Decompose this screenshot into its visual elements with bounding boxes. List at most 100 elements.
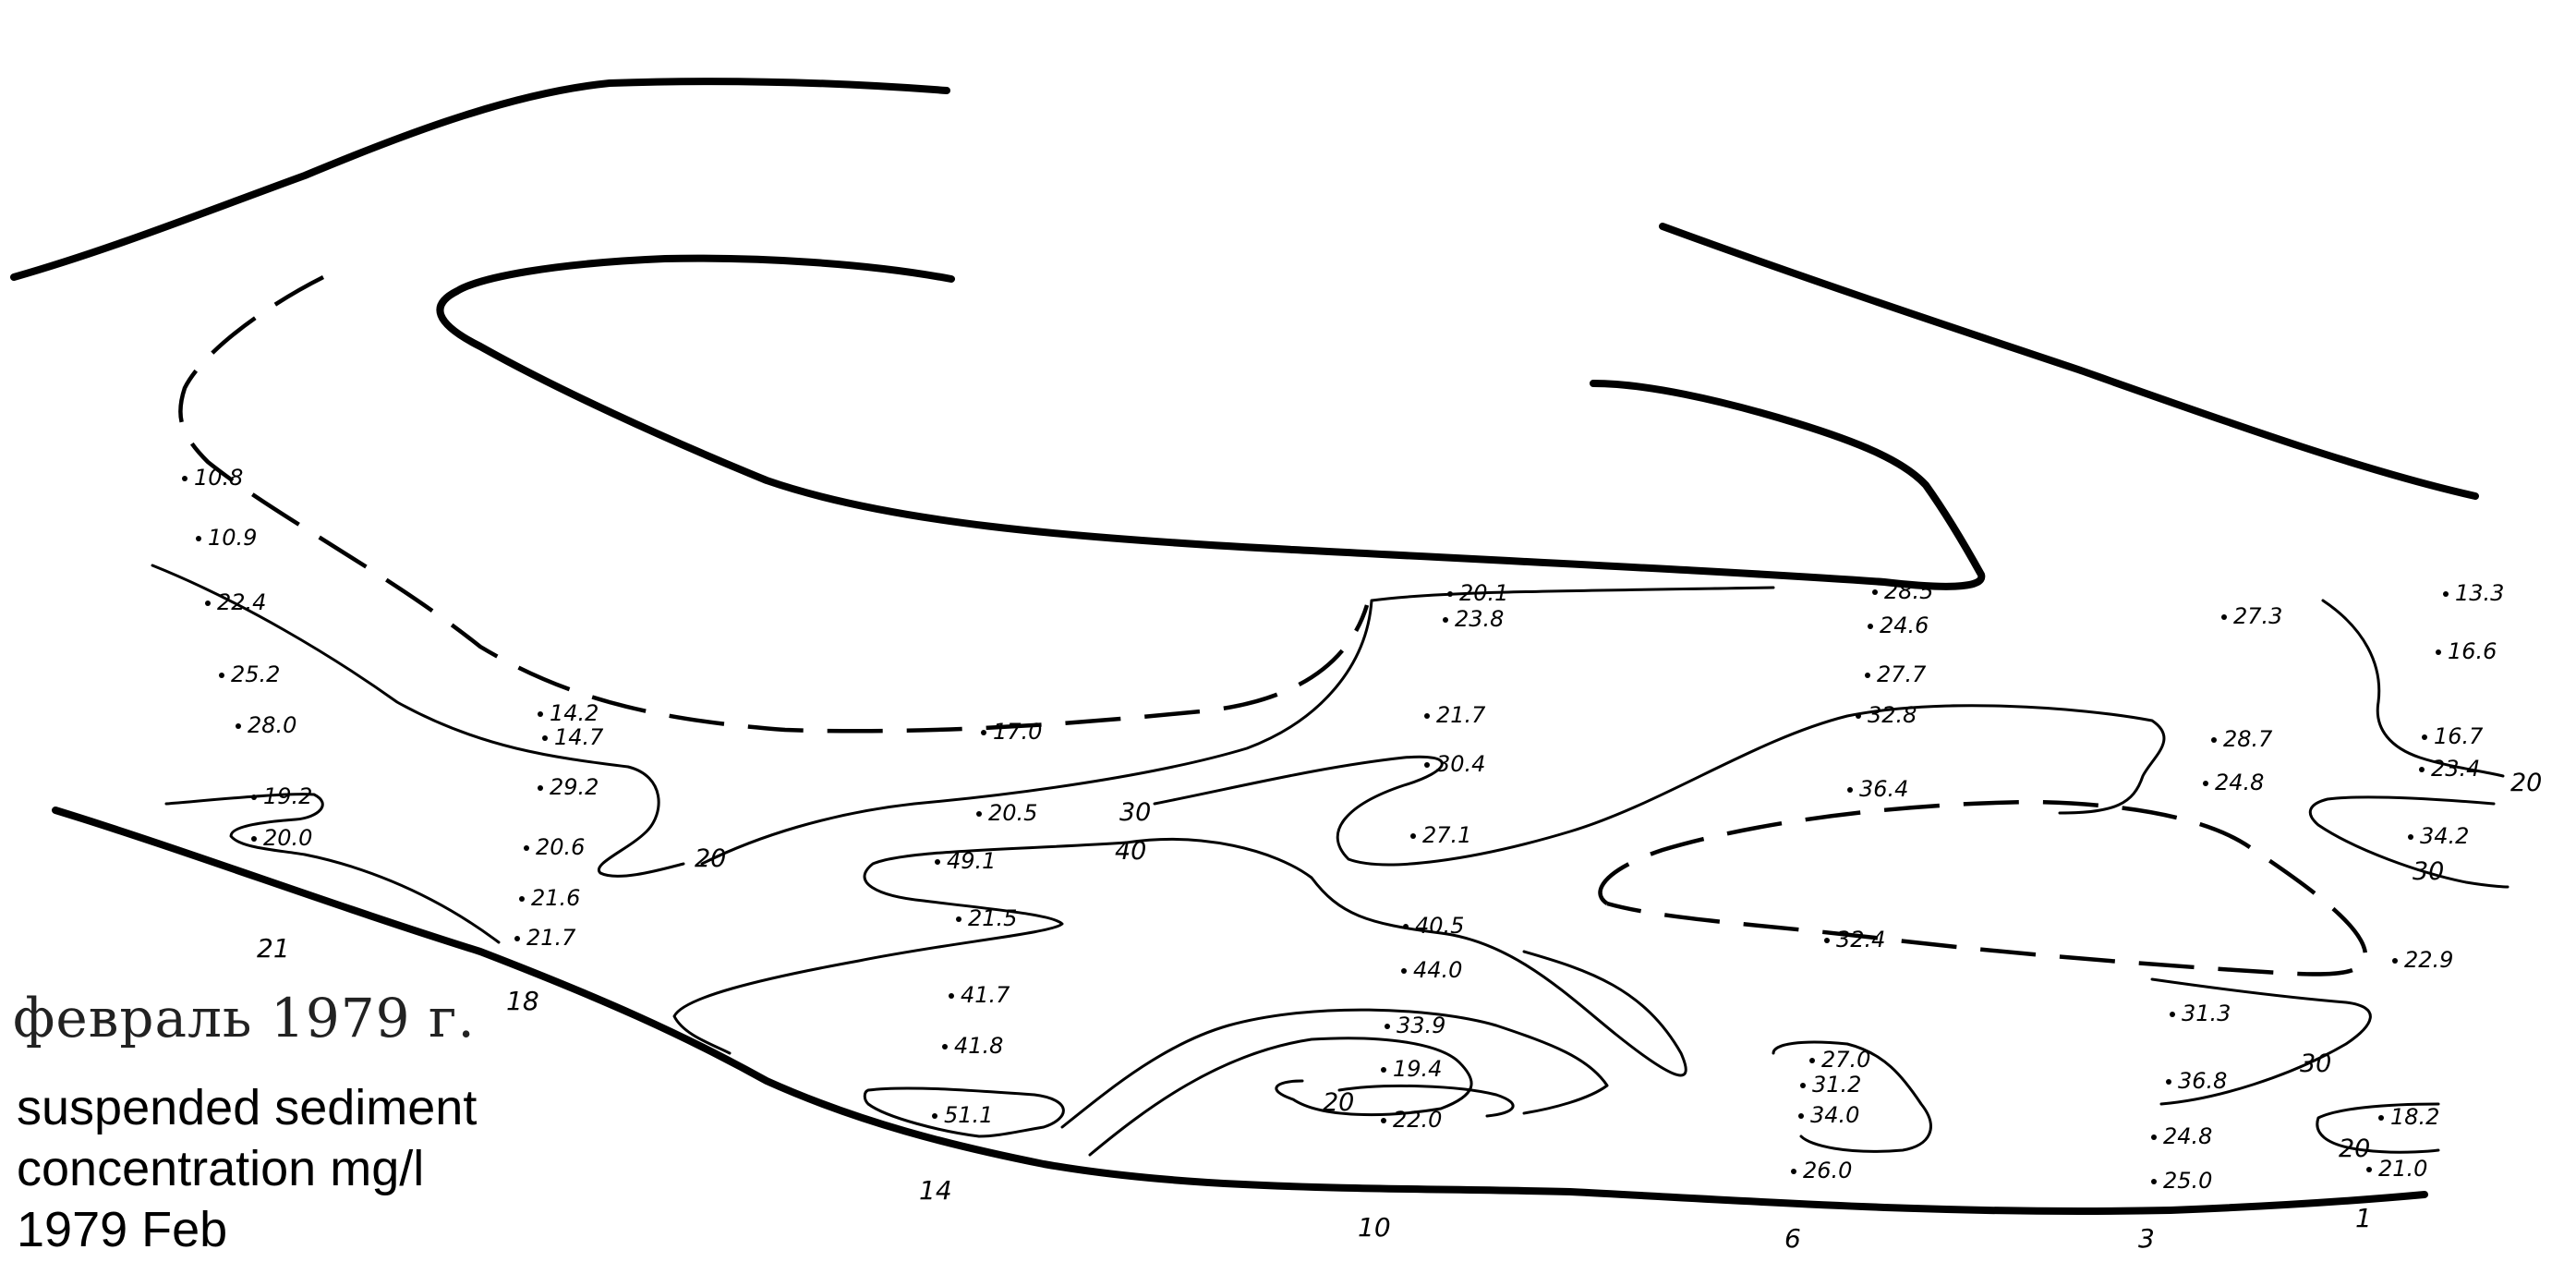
measurement-dot xyxy=(949,993,954,999)
measurement-value: 26.0 xyxy=(1803,1158,1852,1183)
measurement-value: 22.9 xyxy=(2404,947,2453,973)
measurement-dot xyxy=(1872,589,1878,595)
isoline-south-inner xyxy=(1088,1037,1473,1157)
isoline-label: 30 xyxy=(1119,798,1151,827)
measurement-value: 24.8 xyxy=(2163,1123,2212,1149)
isoline-central-40 xyxy=(672,841,1129,1055)
measurement-dot xyxy=(1800,1083,1806,1088)
isoline-label: 40 xyxy=(1115,837,1146,866)
measurement-dot xyxy=(2166,1079,2171,1085)
measurement-dot xyxy=(942,1044,948,1049)
station-number: 10 xyxy=(1358,1212,1391,1243)
isoline-east-30 xyxy=(2150,977,2372,1106)
measurement-value: 16.6 xyxy=(2448,638,2497,664)
isoline-label: 20 xyxy=(2339,1134,2370,1163)
shorelines xyxy=(10,78,2479,1215)
shoreline-upper-left xyxy=(10,78,950,281)
measurement-dot xyxy=(251,836,257,842)
isoline-far-southeast xyxy=(2316,1102,2440,1154)
measurement-dot xyxy=(1798,1113,1804,1119)
caption-english-line: 1979 Feb xyxy=(17,1202,228,1257)
caption-english: suspended sediment concentration mg/l 19… xyxy=(17,1077,663,1260)
measurement-value: 20.1 xyxy=(1459,580,1508,606)
measurement-dot xyxy=(1791,1169,1796,1174)
measurement-value: 10.9 xyxy=(208,525,257,551)
measurement-value: 32.4 xyxy=(1836,927,1885,952)
measurement-dot xyxy=(2378,1115,2384,1121)
measurement-value: 40.5 xyxy=(1415,913,1464,939)
isoline-south-20 xyxy=(1060,1008,1609,1129)
measurement-dot xyxy=(1824,938,1830,943)
isoline-northeast xyxy=(2321,599,2505,778)
measurement-value: 22.0 xyxy=(1393,1107,1442,1133)
measurement-dot xyxy=(2366,1167,2372,1172)
measurement-dot xyxy=(2419,767,2425,772)
measurement-dot xyxy=(538,711,543,717)
measurement-dot xyxy=(1865,673,1870,678)
measurement-value: 28.5 xyxy=(1884,578,1933,604)
measurement-dot xyxy=(1381,1118,1386,1123)
measurement-dot xyxy=(1847,787,1853,793)
station-number: 3 xyxy=(2138,1223,2155,1254)
measurement-value: 23.4 xyxy=(2431,756,2480,782)
measurement-dot xyxy=(976,811,982,817)
measurement-dot xyxy=(1401,968,1407,974)
measurement-value: 34.0 xyxy=(1810,1102,1859,1128)
measurement-value: 21.5 xyxy=(968,905,1017,931)
station-numbers: 21 18 14 10 6 3 1 xyxy=(257,933,2372,1254)
measurement-dot xyxy=(2151,1134,2157,1140)
measurement-dot xyxy=(1403,924,1409,929)
measurement-value: 14.2 xyxy=(550,700,599,726)
isoline-central-20 xyxy=(700,586,1775,866)
isoline-southwest-closed xyxy=(863,1086,1065,1138)
isoline-west-20 xyxy=(151,564,685,878)
measurement-dot xyxy=(1443,617,1448,623)
measurement-dot xyxy=(935,859,940,865)
isoline-label: 20 xyxy=(695,844,726,873)
shoreline-lower xyxy=(52,807,2428,1215)
isoline-southeast xyxy=(1772,1040,1932,1153)
measurement-value: 20.0 xyxy=(263,825,312,851)
measurement-dot xyxy=(1410,833,1416,839)
measurement-value: 41.8 xyxy=(954,1033,1003,1059)
measurement-dot xyxy=(1381,1067,1386,1073)
measurement-value: 19.2 xyxy=(263,783,312,809)
measurement-value: 22.4 xyxy=(217,589,266,615)
isoline-label: 20 xyxy=(2510,769,2542,797)
isoline-label: 30 xyxy=(2413,857,2444,886)
station-number: 18 xyxy=(506,986,539,1016)
measurement-dot xyxy=(2170,1012,2175,1017)
measurement-value: 27.7 xyxy=(1877,661,1927,687)
solid-isolines xyxy=(151,564,2509,1157)
measurement-value: 13.3 xyxy=(2455,580,2504,606)
caption-english-line: concentration mg/l xyxy=(17,1141,425,1196)
dashed-isoline-north xyxy=(178,274,1370,734)
measurement-value: 31.3 xyxy=(2182,1001,2231,1026)
isoline-central-south xyxy=(1125,837,1687,1077)
measurement-dot xyxy=(1809,1058,1815,1063)
measurement-value: 27.3 xyxy=(2233,603,2282,629)
measurement-dot xyxy=(538,785,543,791)
measurement-points: 10.810.922.425.228.019.220.014.214.729.2… xyxy=(182,465,2504,1194)
measurement-dot xyxy=(219,673,224,678)
shoreline-upper-right xyxy=(1659,223,2479,500)
measurement-dot xyxy=(514,936,520,941)
measurement-dot xyxy=(251,795,257,800)
measurement-value: 28.0 xyxy=(248,712,296,738)
measurement-dot xyxy=(196,536,201,541)
measurement-value: 34.2 xyxy=(2420,823,2469,849)
measurement-dot xyxy=(1385,1024,1390,1029)
isoline-label: 30 xyxy=(2300,1049,2331,1078)
measurement-value: 29.2 xyxy=(550,774,599,800)
measurement-dot xyxy=(205,601,211,606)
measurement-dot xyxy=(1868,624,1873,629)
measurement-dot xyxy=(2422,734,2427,740)
measurement-dot xyxy=(1424,713,1430,719)
measurement-value: 32.8 xyxy=(1868,702,1917,728)
measurement-dot xyxy=(524,845,529,851)
measurement-value: 27.1 xyxy=(1422,822,1471,848)
isoline-labels: 20 30 40 20 20 30 30 20 xyxy=(695,769,2542,1163)
station-number: 1 xyxy=(2355,1203,2372,1233)
measurement-dot xyxy=(1424,762,1430,768)
